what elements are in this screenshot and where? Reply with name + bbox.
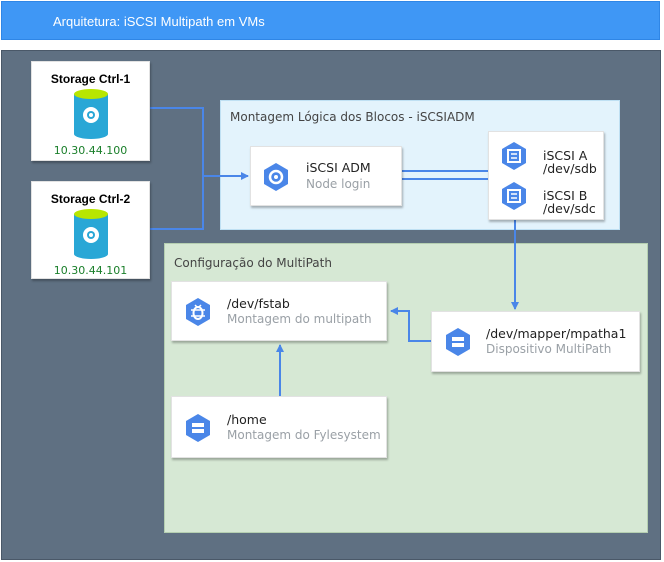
storage-ctrl-1-ip: 10.30.44.100 [53, 144, 128, 157]
iscsi-a-title: iSCSI A [543, 148, 588, 163]
fstab-node[interactable]: /dev/fstab Montagem do multipath [171, 281, 387, 341]
home-node[interactable]: /home Montagem do Fylesystem [171, 396, 387, 458]
storage-ctrl-2-ip: 10.30.44.101 [53, 264, 128, 277]
iscsi-adm-title: iSCSI ADM [306, 160, 371, 175]
iscsi-b-dev: /dev/sdc [543, 201, 596, 216]
multipath-zone-label: Configuração do MultiPath [174, 256, 332, 270]
mapper-node[interactable]: /dev/mapper/mpatha1 Dispositivo MultiPat… [431, 311, 640, 372]
iscsi-disks-node[interactable]: iSCSI A /dev/sdb iSCSI B /dev/sdc [488, 131, 604, 220]
gear-hexagon-icon [264, 163, 288, 191]
disk-hexagon-icon [502, 142, 526, 170]
iscsi-adm-node[interactable]: iSCSI ADM Node login [250, 146, 402, 206]
home-sub: Montagem do Fylesystem [227, 428, 381, 442]
disk-hexagon-icon [502, 182, 526, 210]
storage-ctrl-2-card[interactable]: Storage Ctrl-2 10.30.44.101 [31, 181, 150, 279]
fstab-title: /dev/fstab [227, 296, 290, 311]
mapper-sub: Dispositivo MultiPath [486, 342, 612, 356]
home-title: /home [227, 412, 267, 427]
storage-cylinder-gear-icon [74, 89, 108, 139]
mapper-title: /dev/mapper/mpatha1 [486, 326, 627, 341]
fstab-sub: Montagem do multipath [227, 312, 372, 326]
server-hexagon-icon [186, 414, 210, 442]
header-bar: Arquitetura: iSCSI Multipath em VMs [1, 1, 660, 40]
iscsi-b-title: iSCSI B [543, 188, 588, 203]
storage-ctrl-1-card[interactable]: Storage Ctrl-1 10.30.44.100 [31, 61, 150, 161]
page-title: Arquitetura: iSCSI Multipath em VMs [53, 14, 265, 29]
storage-cylinder-gear-icon [74, 209, 108, 259]
iscsi-a-dev: /dev/sdb [543, 161, 597, 176]
multipath-zone: Configuração do MultiPath [164, 243, 648, 533]
storage-ctrl-1-name: Storage Ctrl-1 [50, 72, 131, 86]
iscsi-adm-sub: Node login [306, 177, 371, 191]
logical-zone-label: Montagem Lógica dos Blocos - iSCSIADM [230, 110, 475, 124]
bug-hexagon-icon [186, 298, 210, 326]
server-hexagon-icon [446, 328, 470, 356]
storage-ctrl-2-name: Storage Ctrl-2 [50, 192, 131, 206]
